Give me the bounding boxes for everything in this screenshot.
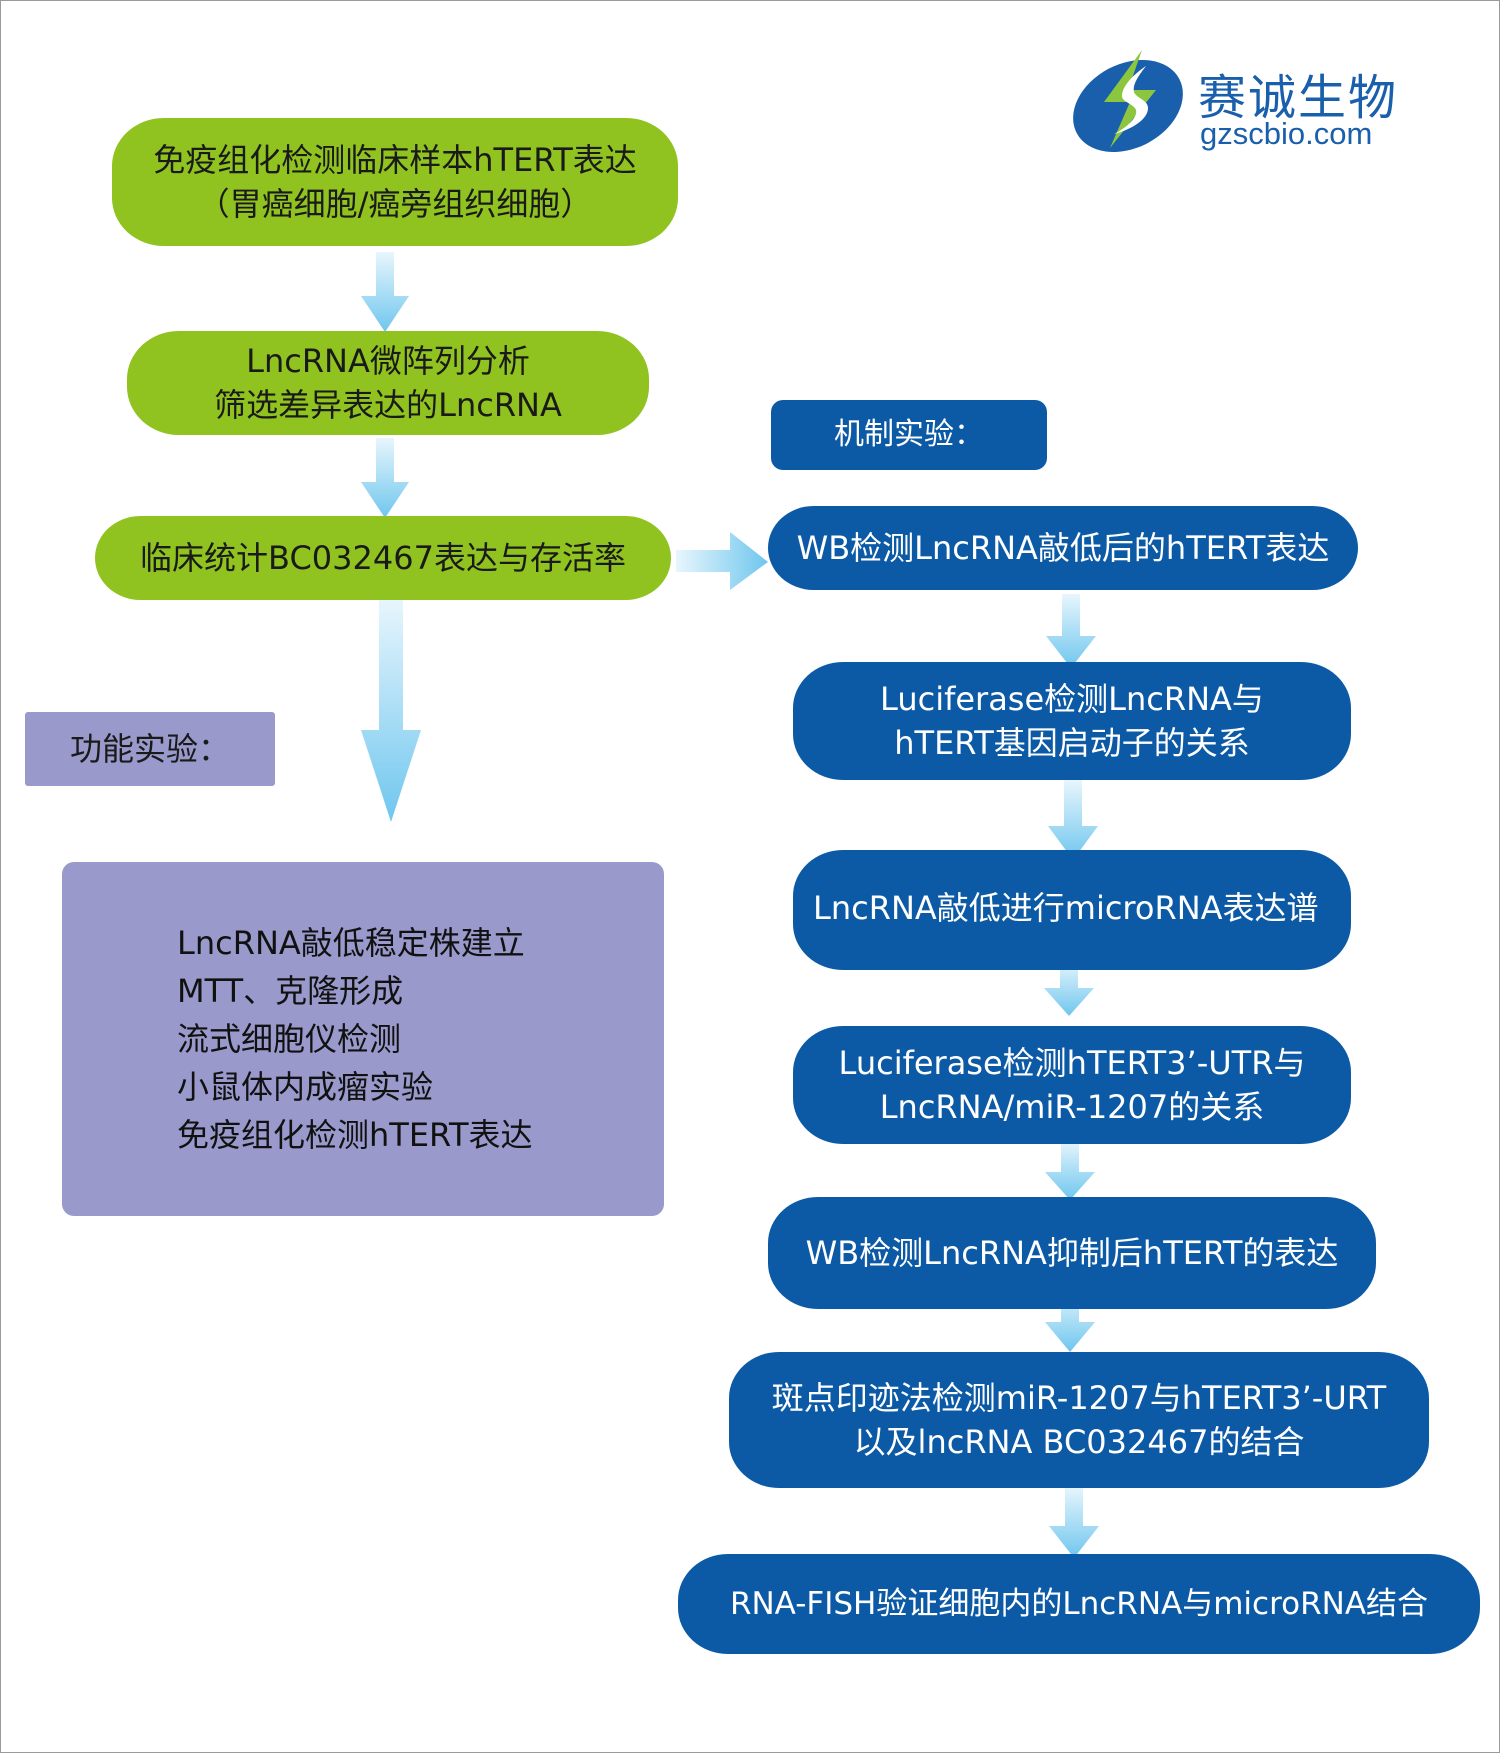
arrow-down-mech2-mech3 [1048, 780, 1098, 860]
functional-item: LncRNA敲低稳定株建立 [177, 924, 525, 962]
functional-item: 免疫组化检测hTERT表达 [177, 1116, 533, 1154]
logo-domain: gzscbio.com [1200, 116, 1373, 151]
arrow-down-mech1-mech2 [1046, 594, 1096, 668]
step-ihc-clinical-samples: 免疫组化检测临床样本hTERT表达 （胃癌细胞/癌旁组织细胞） [112, 118, 678, 246]
arrow-down-mech6-mech7 [1049, 1486, 1099, 1558]
mechanism-step-wb-knockdown: WB检测LncRNA敲低后的hTERT表达 [768, 506, 1358, 590]
functional-item: 流式细胞仪检测 [177, 1020, 402, 1058]
step-clinical-statistics: 临床统计BC032467表达与存活率 [95, 516, 671, 600]
step-ihc-line2: （胃癌细胞/癌旁组织细胞） [197, 185, 593, 223]
green-blue-s-leaf-icon [1073, 50, 1183, 153]
step-statistics-text: 临床统计BC032467表达与存活率 [140, 538, 626, 577]
step-microarray-line2: 筛选差异表达的LncRNA [214, 386, 562, 424]
arrow-down-step1-step2 [361, 252, 409, 332]
functional-item: 小鼠体内成瘤实验 [177, 1068, 434, 1106]
arrow-down-step2-step3 [361, 438, 409, 518]
company-logo: 赛诚生物 gzscbio.com [1064, 44, 1404, 164]
arrow-right-step3-mechanism [676, 532, 768, 590]
arrow-down-step3-functional [361, 598, 421, 822]
mechanism-step-luciferase-promoter: Luciferase检测LncRNA与 hTERT基因启动子的关系 [793, 662, 1351, 780]
functional-experiments-list: LncRNA敲低稳定株建立 MTT、克隆形成 流式细胞仪检测 小鼠体内成瘤实验 … [62, 862, 664, 1216]
arrow-down-mech5-mech6 [1045, 1288, 1095, 1352]
mechanism-step-microrna-profile: LncRNA敲低进行microRNA表达谱 [793, 850, 1351, 970]
arrow-down-mech4-mech5 [1045, 1140, 1095, 1200]
logo-name: 赛诚生物 [1198, 70, 1399, 126]
mechanism-step-wb-inhibition: WB检测LncRNA抑制后hTERT的表达 [768, 1197, 1376, 1309]
mechanism-experiments-label: 机制实验： [771, 400, 1047, 470]
step-lncrna-microarray: LncRNA微阵列分析 筛选差异表达的LncRNA [127, 331, 649, 435]
mechanism-step-luciferase-3utr: Luciferase检测hTERT3’-UTR与 LncRNA/miR-1207… [793, 1026, 1351, 1144]
mechanism-step-dot-blot: 斑点印迹法检测miR-1207与hTERT3’-URT 以及lncRNA BC0… [729, 1352, 1429, 1488]
mechanism-step-rna-fish: RNA-FISH验证细胞内的LncRNA与microRNA结合 [678, 1554, 1480, 1654]
step-microarray-line1: LncRNA微阵列分析 [246, 341, 530, 380]
functional-item: MTT、克隆形成 [177, 972, 404, 1010]
arrow-down-mech3-mech4 [1044, 960, 1094, 1016]
step-ihc-line1: 免疫组化检测临床样本hTERT表达 [153, 140, 637, 179]
functional-experiments-label: 功能实验： [25, 712, 275, 786]
